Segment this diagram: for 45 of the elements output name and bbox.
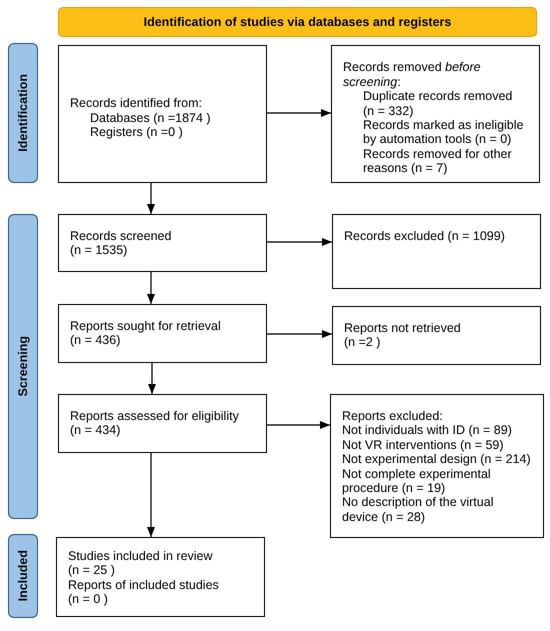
step-text: Not individuals with ID (n = 89) [342, 423, 513, 438]
step-text: Records removed for other reasons (n = 7) [363, 146, 513, 176]
step-text: No description of the virtual device (n = 28) [342, 495, 494, 524]
arrow [267, 330, 332, 338]
arrow [148, 363, 156, 394]
arrow [267, 109, 331, 117]
step-text: Studies included in review (n = 25 ) [68, 549, 214, 578]
step-text: Reports sought for retrieval (n = 436) [70, 319, 222, 348]
process-box [330, 394, 544, 538]
process-box [332, 306, 541, 365]
phase-label: Included [16, 550, 30, 602]
step-text: Records removed before screening: [343, 60, 482, 90]
step-text: Reports assessed for eligibility (n = 434) [70, 409, 240, 438]
step-text: Records identified from: [70, 96, 204, 111]
step-text: Not experimental design (n = 214) [342, 452, 532, 467]
arrow [267, 421, 330, 429]
process-box [58, 394, 267, 453]
process-box [332, 214, 541, 289]
step-text: Registers (n =0 ) [90, 125, 184, 140]
step-text: Databases (n =1874 ) [90, 110, 212, 126]
phase-label: Screening [16, 336, 30, 397]
step-text: Not complete experimental procedure (n = 19) [342, 466, 492, 496]
process-box [58, 45, 267, 183]
arrow [147, 183, 155, 214]
process-box [58, 304, 267, 363]
header-banner [58, 7, 537, 37]
step-text: Records screened (n = 1535) [70, 229, 172, 258]
step-text: Records excluded (n = 1099) [344, 229, 506, 244]
step-text: Records marked as ineligible by automation tools (n = 0) [363, 118, 524, 147]
banner-title: Identification of studies via databases and registers [144, 14, 452, 30]
process-box [56, 537, 265, 617]
phase-band [8, 534, 38, 618]
arrow [267, 238, 332, 246]
arrow [147, 272, 155, 304]
arrow [147, 453, 155, 537]
step-text: Reports not retrieved (n =2 ) [344, 321, 462, 350]
process-box [331, 45, 540, 183]
step-text: Duplicate records removed (n = 332) [363, 89, 514, 118]
phase-band [8, 43, 38, 183]
step-text: Reports of included studies (n = 0 ) [68, 578, 220, 607]
phase-band [8, 214, 38, 519]
step-text: Not VR interventions (n = 59) [342, 438, 505, 452]
phase-label: Identification [16, 74, 30, 152]
step-text: Reports excluded: [342, 409, 444, 424]
process-box [58, 214, 267, 272]
